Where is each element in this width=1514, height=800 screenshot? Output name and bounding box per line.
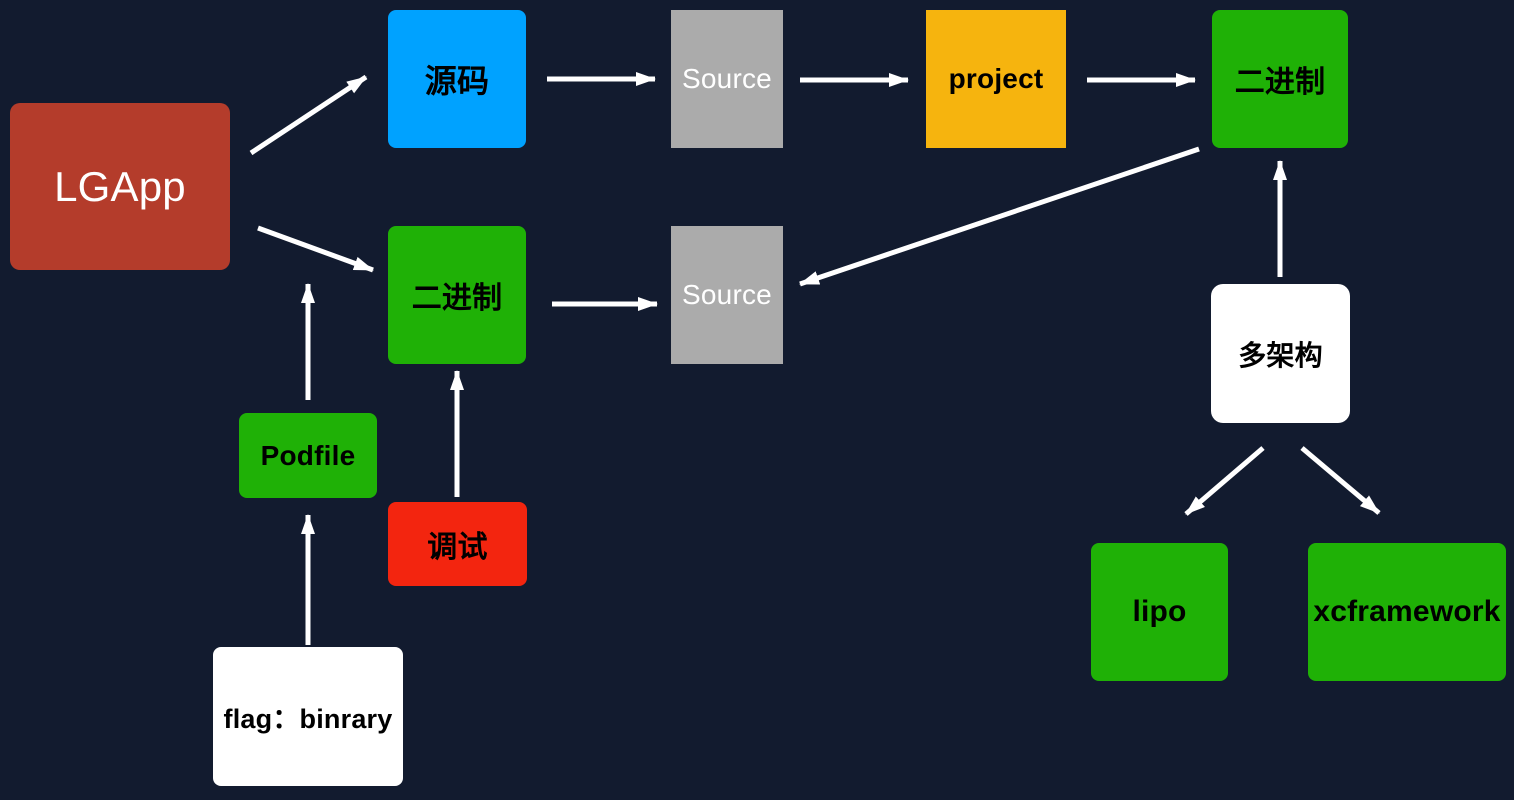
arrow-lgapp-to-source-code xyxy=(249,74,368,156)
arrow-binary-remote-to-source-mid xyxy=(799,146,1200,287)
node-debug: 调试 xyxy=(388,502,527,586)
node-podfile: Podfile xyxy=(239,413,377,498)
node-binary-remote: 二进制 xyxy=(1212,10,1348,148)
arrow-multiarch-to-lipo xyxy=(1184,446,1265,516)
node-project: project xyxy=(926,10,1066,148)
node-source-code: 源码 xyxy=(388,10,526,148)
node-source-repo-mid: Source xyxy=(671,226,783,364)
node-lipo: lipo xyxy=(1091,543,1228,681)
node-binary-local: 二进制 xyxy=(388,226,526,364)
arrow-multiarch-to-xcframework xyxy=(1300,446,1381,515)
node-source-repo-top: Source xyxy=(671,10,783,148)
node-flag-binrary: flag：binrary xyxy=(213,647,403,786)
arrow-lgapp-to-binary-local xyxy=(257,225,374,273)
node-lgapp: LGApp xyxy=(10,103,230,270)
node-multi-arch: 多架构 xyxy=(1211,284,1350,423)
node-xcframework: xcframework xyxy=(1308,543,1506,681)
